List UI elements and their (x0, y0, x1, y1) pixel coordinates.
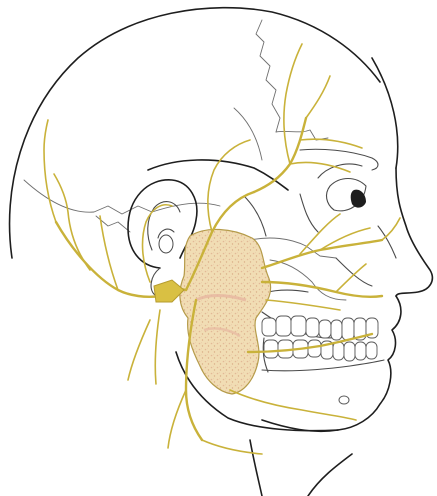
orbit-and-temporal (148, 149, 378, 236)
eye-iris (351, 190, 366, 208)
skull-sutures (24, 20, 328, 232)
